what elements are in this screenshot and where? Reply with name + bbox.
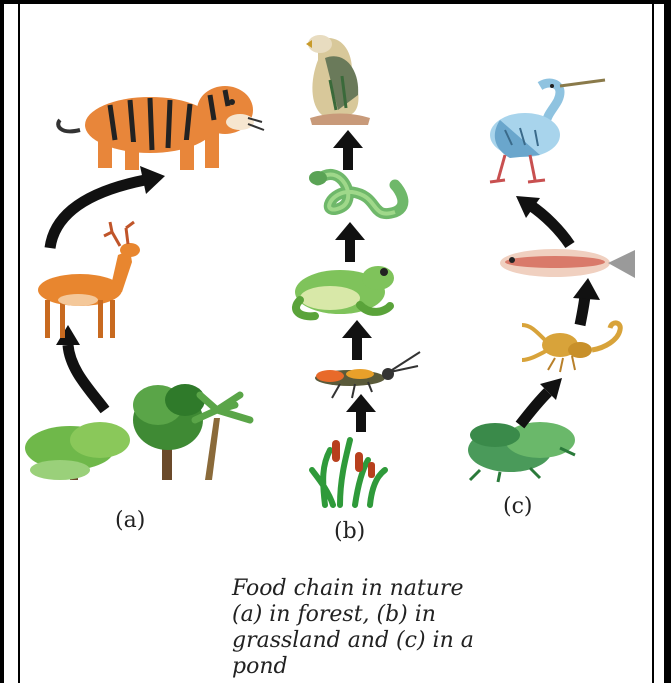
tiger-icon	[58, 86, 264, 170]
heron-icon	[490, 80, 605, 182]
grasshopper-icon	[315, 352, 420, 398]
arrow-deer-to-tiger	[50, 180, 145, 248]
caption-line-1: Food chain in nature	[232, 576, 632, 602]
eagle-icon	[306, 35, 370, 125]
arrow-snake-to-eagle	[333, 130, 363, 170]
arrowhead-deer-to-tiger	[140, 166, 165, 194]
arrowhead-scorpion-to-fish	[573, 278, 600, 300]
water-plant-icon	[468, 422, 575, 482]
figure-caption: Food chain in nature (a) in forest, (b) …	[232, 576, 632, 680]
caption-line-2: (a) in forest, (b) in	[232, 602, 632, 628]
label-pond-chain: (c)	[503, 494, 533, 519]
frog-icon	[295, 266, 394, 316]
grass-icon	[312, 440, 385, 505]
arrow-frog-to-snake	[335, 222, 365, 262]
label-forest-chain: (a)	[115, 508, 145, 533]
label-grassland-chain: (b)	[334, 519, 365, 544]
trees-icon	[25, 384, 250, 480]
arrow-trees-to-deer	[68, 345, 105, 410]
caption-line-4: pond	[232, 654, 632, 680]
arrow-grasshopper-to-frog	[342, 320, 372, 360]
arrow-grass-to-grasshopper	[346, 394, 376, 432]
arrow-fish-to-heron	[530, 205, 570, 245]
arrowhead-trees-to-deer	[56, 325, 80, 345]
arrow-scorpion-to-fish	[580, 296, 585, 325]
fish-icon	[500, 249, 635, 278]
snake-icon	[309, 171, 403, 214]
arrow-plant-to-scorpion	[520, 392, 548, 425]
caption-line-3: grassland and (c) in a	[232, 628, 632, 654]
scorpion-icon	[522, 323, 620, 372]
